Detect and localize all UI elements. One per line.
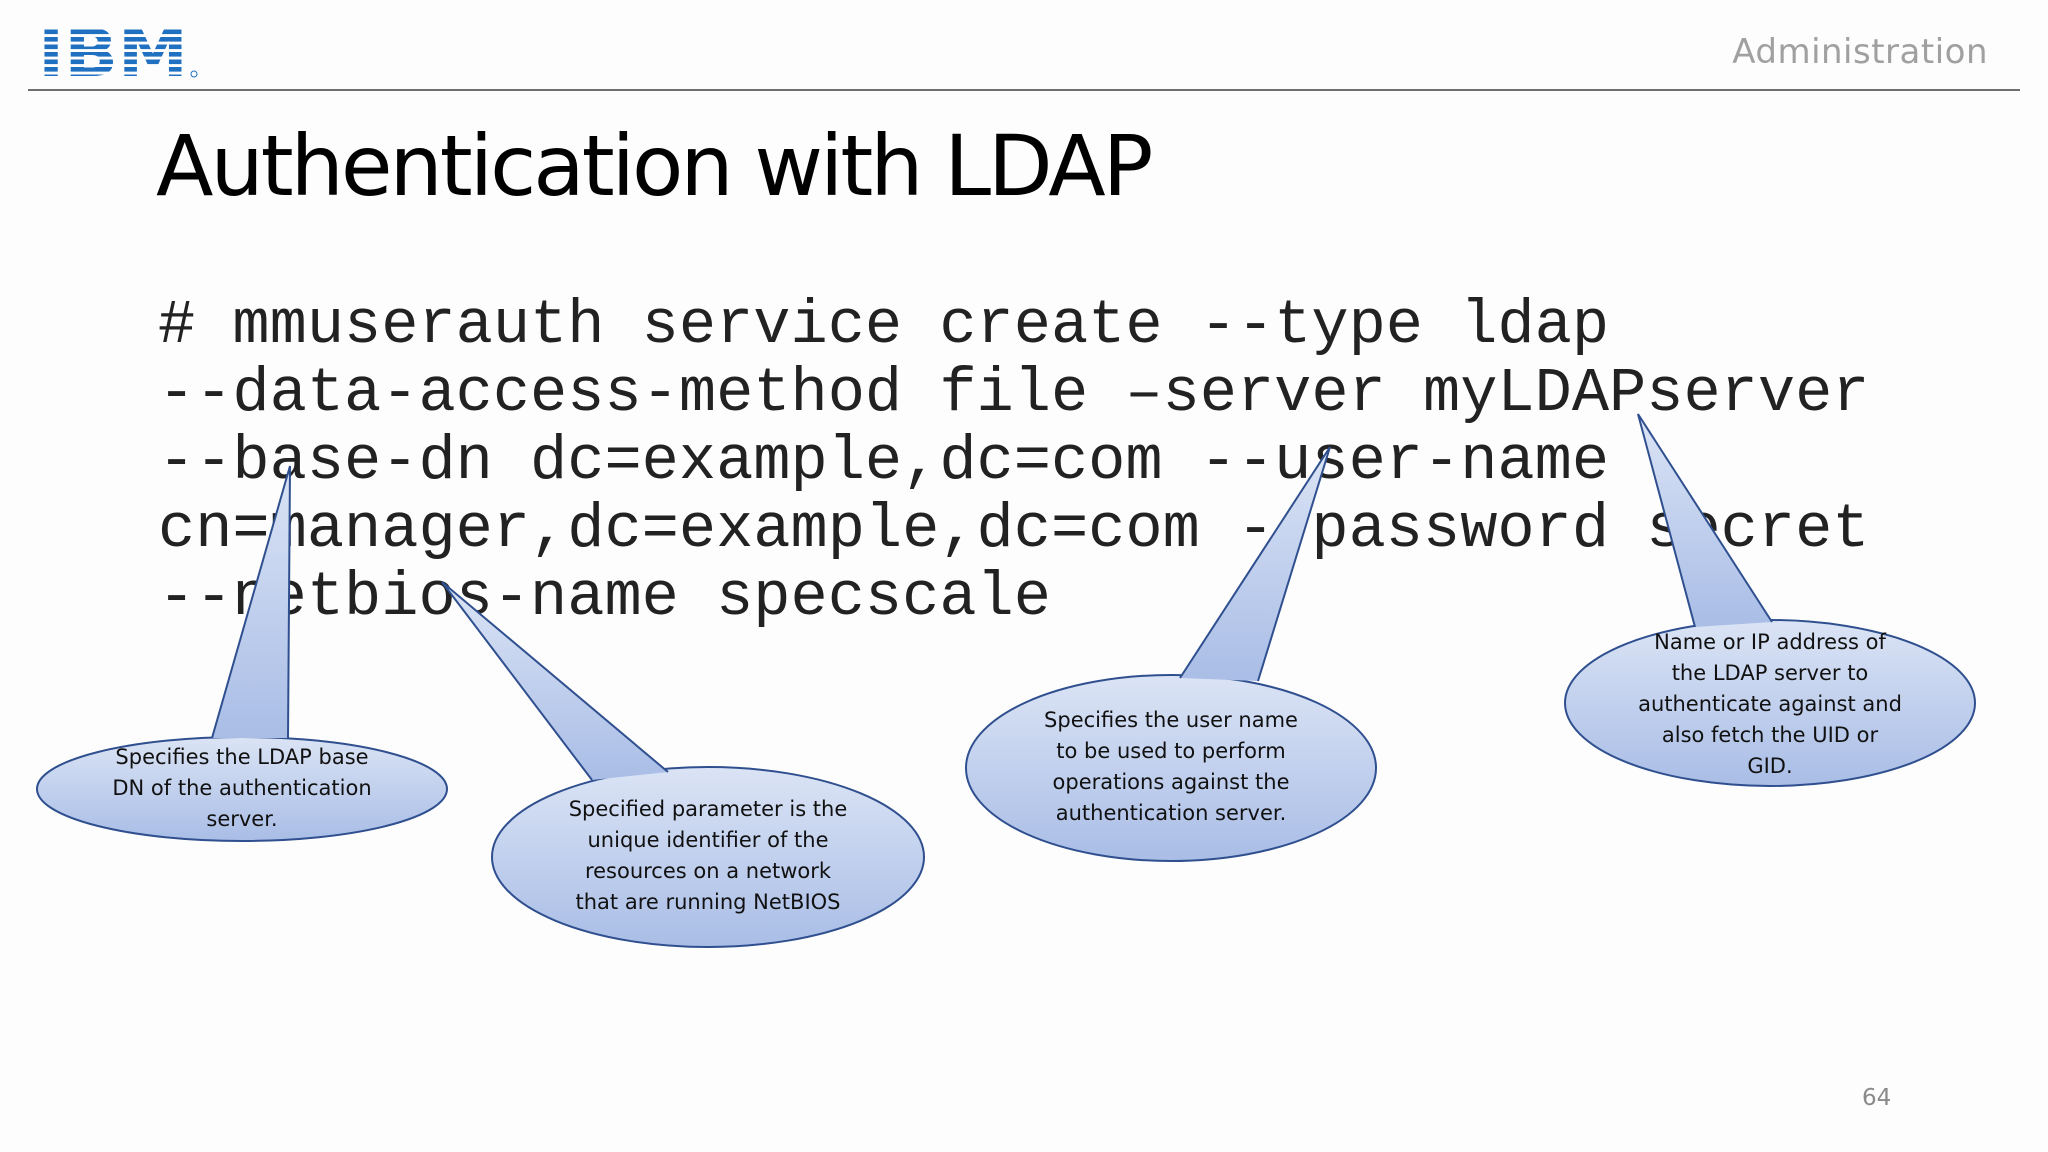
callout-server-text: Name or IP address of the LDAP server to… xyxy=(1638,630,1902,778)
header-divider xyxy=(28,89,2020,91)
command-block: # mmuserauth service create --type ldap … xyxy=(158,292,1869,632)
section-label: Administration xyxy=(1732,32,1988,72)
slide-title: Authentication with LDAP xyxy=(156,117,1153,215)
command-line: # mmuserauth service create --type ldap xyxy=(158,290,1610,361)
callout-user-name-text: Specifies the user name to be used to pe… xyxy=(1044,708,1298,825)
command-line: --netbios-name specscale xyxy=(158,562,1051,633)
ibm-logo: IBM xyxy=(38,22,198,80)
callout-netbios-text: Specified parameter is the unique identi… xyxy=(568,797,848,914)
command-line: cn=manager,dc=example,dc=com --password … xyxy=(158,494,1870,565)
command-line: --data-access-method file –server myLDAP… xyxy=(158,358,1870,429)
callout-base-dn-text: Specifies the LDAP base DN of the authen… xyxy=(112,745,372,831)
page-number: 64 xyxy=(1862,1085,1892,1111)
command-line: --base-dn dc=example,dc=com --user-name xyxy=(158,426,1610,497)
svg-text:IBM: IBM xyxy=(38,22,188,80)
